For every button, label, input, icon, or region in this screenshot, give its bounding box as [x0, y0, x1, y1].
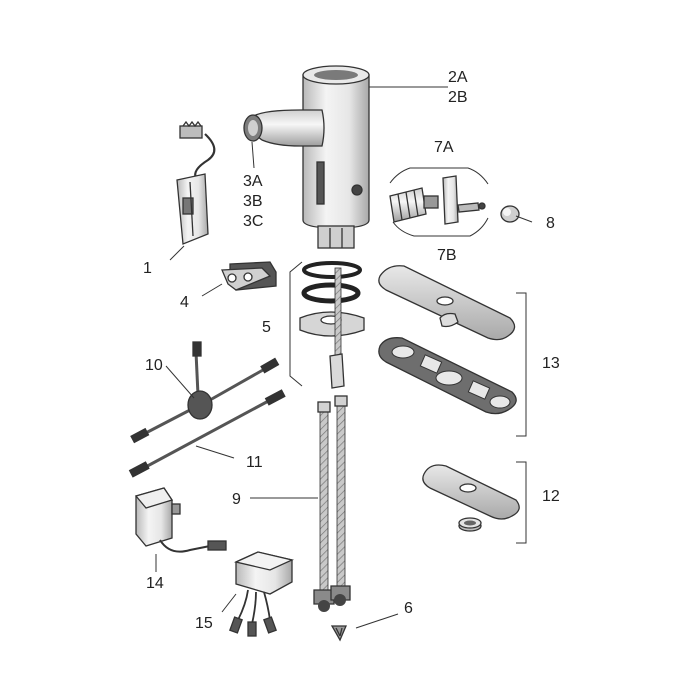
flex-hoses [313, 395, 351, 612]
extension-cable [128, 389, 286, 478]
label-13: 13 [542, 355, 560, 372]
cap [500, 205, 520, 223]
valve-handle [442, 175, 486, 225]
label-1: 1 [143, 260, 152, 277]
label-12: 12 [542, 488, 560, 505]
valve-cartridge [389, 187, 439, 223]
label-8: 8 [546, 215, 555, 232]
label-6: 6 [404, 600, 413, 617]
spout [243, 109, 325, 147]
mounting-kit [299, 261, 365, 389]
label-4: 4 [180, 294, 189, 311]
label-11: 11 [246, 454, 263, 471]
label-10: 10 [145, 357, 163, 374]
label-9: 9 [232, 491, 241, 508]
bracket-7a [389, 167, 489, 185]
bracket-7b [392, 217, 489, 237]
connector-block [221, 261, 277, 291]
cable-harness [130, 341, 280, 444]
control-box [229, 551, 295, 637]
label-14: 14 [146, 575, 164, 592]
label-15: 15 [195, 615, 213, 632]
label-7a: 7A [434, 139, 454, 156]
label-2a: 2A [448, 69, 468, 86]
cover-plate-large [378, 265, 516, 341]
bracket-5 [289, 261, 303, 387]
label-2b: 2B [448, 89, 468, 106]
ring-small [458, 517, 482, 532]
sensor-module [176, 120, 216, 245]
label-3c: 3C [243, 213, 263, 230]
gasket-large [378, 337, 517, 415]
filter-screen [330, 625, 347, 642]
label-3a: 3A [243, 173, 263, 190]
cover-plate-small [422, 464, 520, 520]
leader-lines [155, 86, 533, 629]
label-3b: 3B [243, 193, 263, 210]
bracket-12 [516, 461, 527, 544]
bracket-13 [516, 292, 527, 437]
faucet-body [302, 65, 370, 249]
label-7b: 7B [437, 247, 457, 264]
label-5: 5 [262, 319, 271, 336]
power-adapter [134, 487, 227, 553]
part-labels: 1 2A 2B 3A 3B 3C 4 5 6 7A 7B 8 9 10 11 1… [143, 69, 560, 632]
